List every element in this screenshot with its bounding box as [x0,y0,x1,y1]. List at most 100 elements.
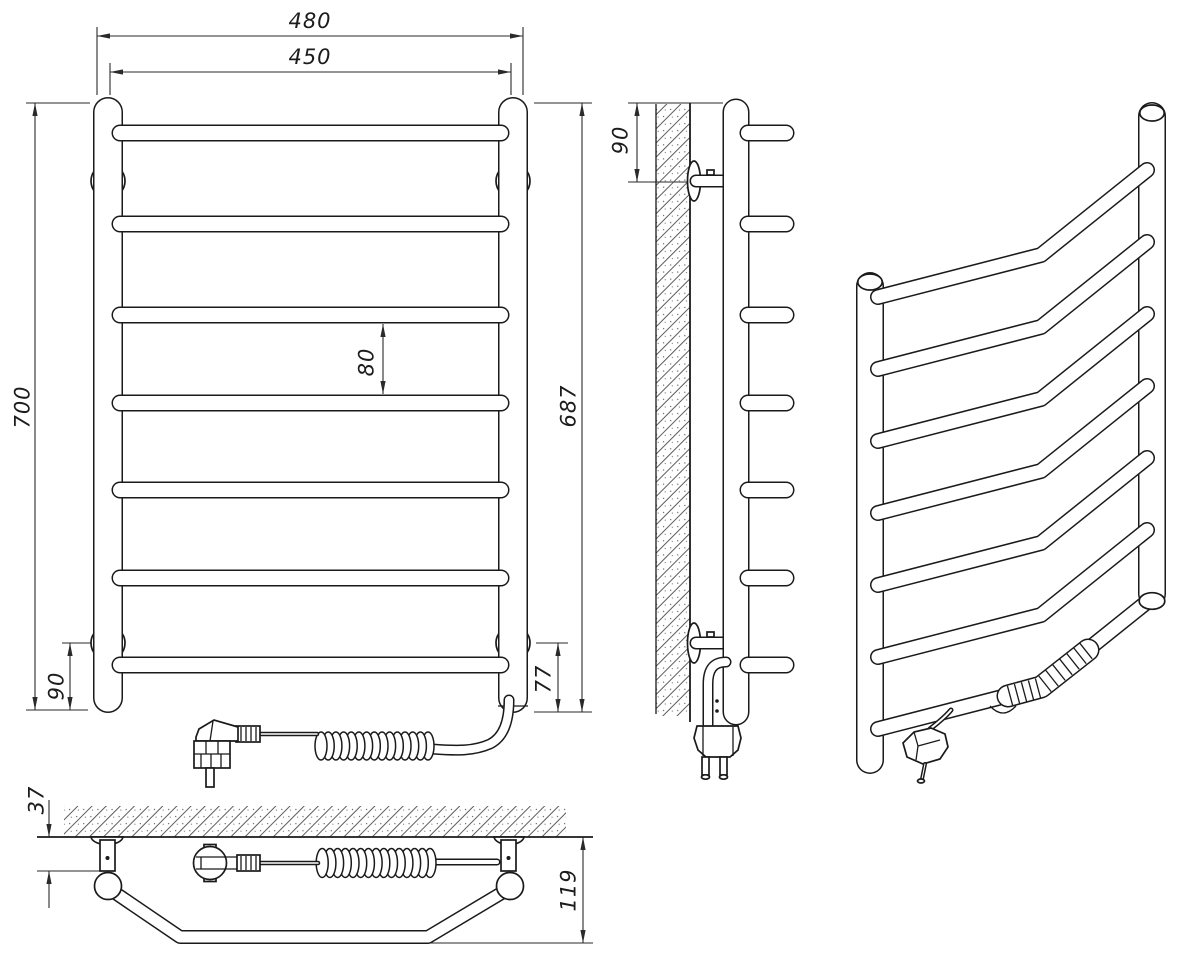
plug-body [902,727,949,765]
clamp-screw [715,699,719,703]
dim-overall-height: 700 [10,385,34,428]
front-structure [90,97,531,788]
plug-facet [209,720,214,742]
top-view: 37 119 [24,786,593,944]
arrowhead [634,169,640,182]
plug-facet [917,739,941,747]
bracket-stem [99,839,116,872]
bracket-screw [706,631,715,638]
pin-tip [700,773,711,781]
arrowhead [580,930,586,943]
power-plug-side [693,725,742,781]
tube-core [921,763,926,780]
dim-overall-width: 480 [288,9,331,33]
tube-core [871,235,1154,376]
arrowhead [510,33,523,39]
cord-coil [314,731,435,761]
tube-core [871,523,1154,664]
bracket-screw [706,169,715,176]
dim-bracket-to-bottom-left: 90 [44,672,68,701]
cord-grip [236,854,261,872]
dim-side-bracket-from-top: 90 [608,126,632,155]
post-top-cap [1138,104,1166,122]
arrowhead [555,699,561,712]
perspective-view [856,102,1166,784]
arrowhead [579,103,585,116]
tube-core [102,882,516,943]
coil-rib [1006,685,1014,706]
bracket-screw [506,856,511,860]
arrowhead [580,837,586,850]
front-view: 480 450 700 90 80 [10,9,592,788]
coil-rib [1045,669,1059,687]
post-section [495,871,525,901]
plug-pin [719,756,728,776]
arrowhead [555,643,561,656]
pin-tip [718,773,729,781]
bracket-stem [500,839,517,872]
wall-hatch [64,806,566,837]
arrowhead [380,324,386,337]
coil-rib [1038,675,1052,693]
coil-rib [1059,658,1073,676]
plug-pin [701,756,710,776]
clamp-screw [715,709,719,713]
tube-core [998,640,1098,706]
wall-hatch [656,104,690,716]
tube-core [871,163,1154,304]
arrowhead [579,699,585,712]
dim-wall-clearance: 37 [24,786,48,815]
power-plug [193,719,261,788]
arrowhead [110,69,123,75]
top-dimensions: 37 119 [24,786,593,944]
coil-rib [1079,642,1093,660]
plug-body [693,725,742,758]
plug-pin [205,767,215,788]
post-bottom-cap [1138,591,1166,611]
plug-housing [195,719,239,742]
arrowhead [32,103,38,116]
top-structure [37,806,593,944]
tube-core [871,451,1154,592]
tube-core [871,379,1154,520]
pin-tip [916,778,926,784]
arrowhead [32,697,38,710]
coil-rib [1034,678,1042,699]
dim-right-side-height: 687 [556,384,580,427]
post-top-cap [856,273,884,291]
side-view: 90 [608,98,795,781]
coil-rib [1027,680,1035,700]
plug-facet [913,731,919,747]
power-plug-3d [902,707,954,784]
arrowhead [498,69,511,75]
coil-rib [1066,653,1080,670]
dim-overall-depth: 119 [556,868,580,911]
coil-rib [1073,647,1087,665]
post-section [93,871,123,901]
dim-rung-pitch: 80 [354,348,378,377]
side-structure [655,98,795,781]
power-plug-top [192,843,261,883]
coil-rib [1052,664,1066,681]
arrowhead [380,381,386,394]
arrowhead [634,103,640,116]
cord-wrap [989,705,1017,714]
arrowhead [46,871,52,884]
front-dimensions: 480 450 700 90 80 [10,9,592,713]
arrowhead [67,697,73,710]
plug-body [192,845,228,881]
tube-core [929,709,952,730]
coil-rib [1020,682,1028,702]
cord-coil-top [315,847,437,879]
arrowhead [97,33,110,39]
coil-ribs-3d [1006,642,1093,706]
bracket-screw [105,856,110,860]
tube-core [428,696,513,755]
coil-rib [1013,683,1021,704]
arrowhead [67,643,73,656]
dim-mounting-width: 450 [288,45,331,69]
tube-core [871,307,1154,448]
plug-facet [915,745,919,761]
